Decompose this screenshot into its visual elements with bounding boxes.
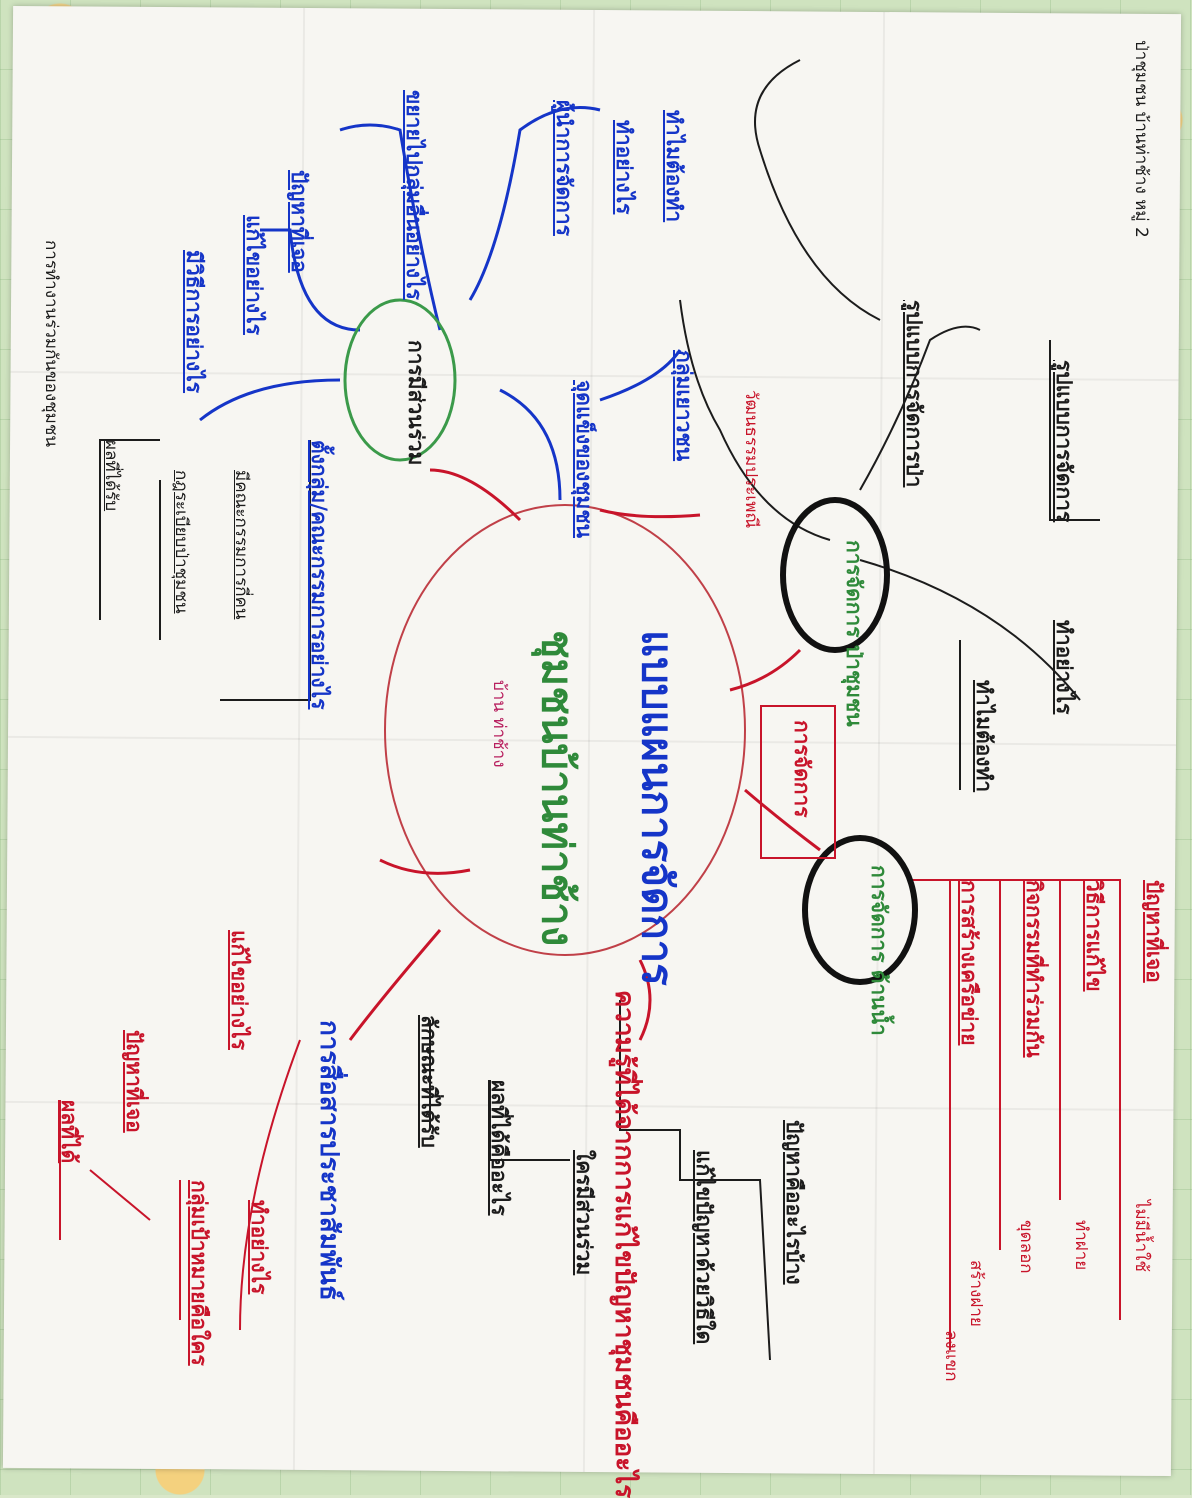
forest-item: ทำไมต้องทำ: [972, 680, 996, 793]
participation-item: แก้ไขอย่างไร: [242, 215, 266, 335]
water-note: ขุดลอก: [1016, 1220, 1036, 1274]
water-circle-label: การจัดการ ด้านน้ำ: [867, 865, 891, 1036]
communication-item: ปัญหาที่เจอ: [122, 1030, 146, 1133]
knowledge-item: ใครมีส่วนร่วม: [572, 1150, 596, 1276]
communication-item: ผลที่ได้: [57, 1100, 81, 1164]
participation-item: ทำไมต้องทำ: [662, 110, 686, 223]
management-label: การจัดการ: [790, 720, 814, 818]
bottom-left-note: การทำงานร่วมกันของชุมชน: [41, 240, 61, 448]
center-subtitle: ชุมชนบ้านท่าช้าง: [533, 630, 582, 947]
center-location: บ้าน ท่าช้าง: [489, 680, 509, 768]
communication-item: กลุ่มเป้าหมายคือใคร: [187, 1180, 211, 1366]
knowledge-item: ปัญหาคืออะไรบ้าง: [782, 1120, 806, 1285]
participation-item: มีวิธีการอย่างไร: [182, 250, 206, 394]
management-box: [760, 705, 836, 859]
knowledge-item: ผลที่ได้คืออะไร: [487, 1080, 511, 1216]
forest-item: รูปแบบการจัดการ: [1052, 360, 1076, 523]
participation-item: ผู้นำการจัดการ: [552, 100, 576, 236]
water-note: ทำฝาย: [1071, 1220, 1091, 1271]
forest-circle-label: การจัดการ ป่าชุมชน: [842, 540, 866, 727]
participation-item: ปัญหาที่เจอ: [287, 170, 311, 273]
water-note: สร้างฝาย: [966, 1260, 986, 1327]
top-right-note: ป่าชุมชน บ้านท่าช้าง หมู่ 2: [1131, 40, 1151, 238]
strength-item: วัฒนธรรมประเพณี: [741, 390, 761, 529]
water-item: กิจกรรมที่ทำร่วมกัน: [1022, 880, 1046, 1058]
participation-label: การมีส่วนร่วม: [404, 340, 428, 466]
water-note: ลงแขก: [941, 1330, 961, 1382]
participation-item: ทำอย่างไร: [612, 120, 636, 215]
network-item: กฎระเบียบป่าชุมชน: [171, 470, 191, 614]
knowledge-item: แก้ไขปัญหาด้วยวิธีใด: [692, 1150, 716, 1345]
forest-item: ทำอย่างไร: [1052, 620, 1076, 715]
water-item: วิธีการแก้ไข: [1082, 880, 1106, 992]
participation-item: ขยายไปกลุ่มอื่นอย่างไร: [402, 90, 426, 300]
network-item: ผลที่ได้รับ: [101, 440, 121, 512]
center-title: แบบแผนการจัดการ: [633, 630, 682, 986]
water-item: ปัญหาที่เจอ: [1142, 880, 1166, 983]
strength-item: กลุ่มเยาวชน: [672, 350, 696, 462]
knowledge-item: ลักษณะที่ได้รับ: [417, 1015, 441, 1148]
knowledge-label: ความรู้ที่ได้จากการแก้ไขปัญหาชุมชนคืออะไ…: [609, 990, 639, 1498]
strength-label: จุดแข็งของชุมชน: [572, 380, 596, 539]
communication-item: แก้ไขอย่างไร: [227, 930, 251, 1050]
forest-item: รูปแบบการจัดการป่า: [902, 300, 926, 488]
communication-item: ทำอย่างไร: [247, 1200, 271, 1295]
water-item: การสร้างเครือข่าย: [957, 880, 981, 1046]
water-note: ไม่มีน้ำใช้: [1131, 1200, 1151, 1272]
communication-label: การสื่อสารประชาสัมพันธ์: [314, 1020, 344, 1301]
network-item: มีคณะกรรมการกี่คน: [231, 470, 251, 620]
network-label: ตั้งกลุ่ม/คณะกรรมการอย่างไร: [307, 440, 331, 710]
